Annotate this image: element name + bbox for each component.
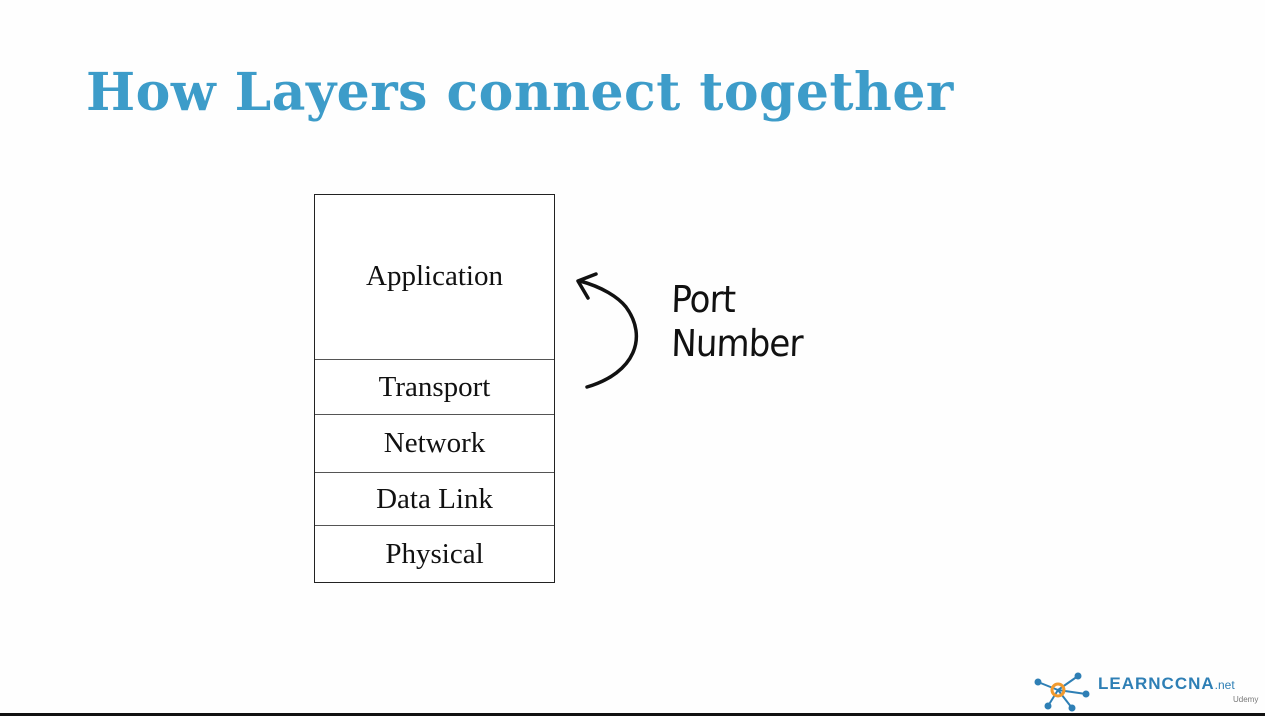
layer-data-link-label: Data Link <box>376 482 493 515</box>
annotation-port: Port <box>670 278 736 321</box>
slide-title: How Layers connect together <box>86 62 954 123</box>
layer-data-link: Data Link <box>315 473 554 526</box>
udemy-watermark: Udemy <box>1233 695 1259 704</box>
layer-network-label: Network <box>383 427 486 459</box>
logo-suffix: .net <box>1214 678 1235 692</box>
layer-application-label: Application <box>366 259 503 292</box>
osi-layer-stack: Application Transport Network Data Link … <box>314 194 555 583</box>
layer-network: Network <box>315 415 554 473</box>
network-nodes-icon <box>1034 672 1090 712</box>
learnccna-logo: LEARNCCNA.net Udemy <box>1028 668 1265 712</box>
logo-name: LEARNCCNA <box>1098 674 1215 693</box>
annotation-number: Number <box>670 322 804 365</box>
layer-transport: Transport <box>315 360 554 415</box>
layer-physical-label: Physical <box>385 537 484 570</box>
bottom-border <box>0 713 1265 716</box>
layer-application: Application <box>315 195 554 360</box>
curved-arrow-icon <box>576 272 639 389</box>
layer-physical: Physical <box>315 526 554 582</box>
logo-wordmark: LEARNCCNA.net <box>1098 674 1235 694</box>
layer-transport-label: Transport <box>378 370 491 403</box>
